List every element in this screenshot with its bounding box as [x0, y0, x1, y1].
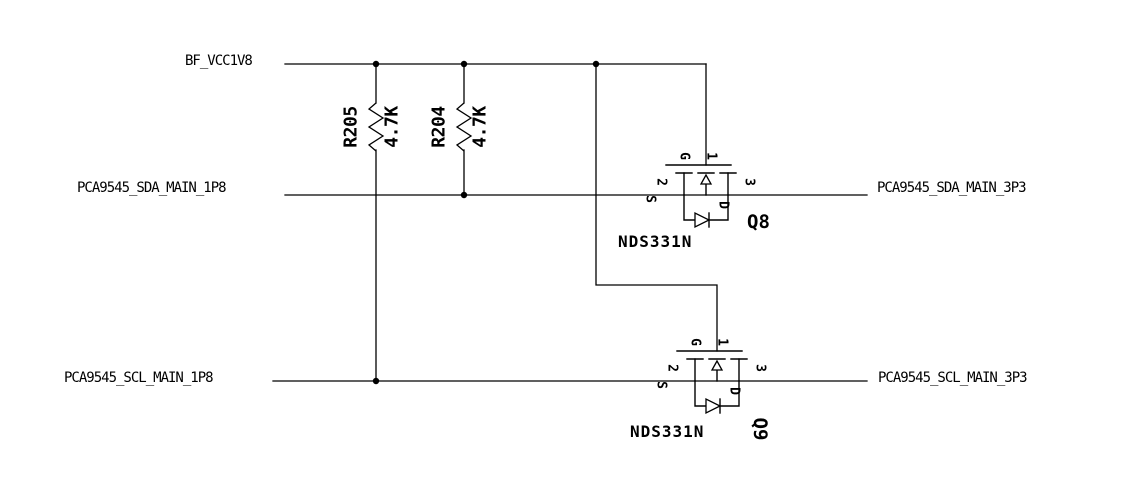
- resistor-r204-ref: R204: [429, 106, 450, 148]
- net-label-sda-main-3p3: PCA9545_SDA_MAIN_3P3: [877, 180, 1026, 196]
- q9-body-diode: [705, 397, 722, 415]
- q9-pin-drain-number: 3: [753, 364, 768, 372]
- q8-pin-gate-name: G: [677, 152, 692, 160]
- wire-q9-gate-branch: [595, 63, 718, 352]
- q8-body-diode: [694, 211, 711, 229]
- net-label-sda-main-1p8: PCA9545_SDA_MAIN_1P8: [77, 180, 226, 196]
- q9-pin-gate-name: G: [688, 338, 703, 346]
- q8-pin-gate-number: 1: [704, 152, 719, 160]
- junction-dot: [460, 191, 468, 199]
- net-label-scl-main-1p8: PCA9545_SCL_MAIN_1P8: [64, 370, 213, 386]
- q8-pin-source-name: S: [643, 195, 658, 203]
- q8-pin-drain-number: 3: [742, 178, 757, 186]
- junction-dot: [592, 60, 600, 68]
- q9-refdes: Q9: [749, 418, 771, 441]
- resistor-r204-symbol: [455, 102, 473, 152]
- mosfet-q9: G 1 2 S 3 D Q9 NDS331N: [630, 338, 771, 441]
- q8-pin-drain-name: D: [716, 201, 731, 209]
- q8-refdes: Q8: [747, 211, 770, 233]
- q9-pin-source-name: S: [654, 381, 669, 389]
- q9-pin-source-number: 2: [665, 364, 680, 372]
- resistor-r205-value: 4.7K: [382, 106, 403, 148]
- q9-body-arrow: [710, 359, 724, 371]
- q9-part-number: NDS331N: [630, 422, 704, 441]
- resistor-r205-symbol: [367, 102, 385, 152]
- mosfet-q8: G 1 2 S 3 D Q8 NDS331N: [618, 152, 770, 251]
- junction-dot: [460, 60, 468, 68]
- net-label-vcc: BF_VCC1V8: [185, 53, 252, 69]
- junction-dot: [372, 60, 380, 68]
- q8-pin-source-number: 2: [654, 178, 669, 186]
- q9-pin-drain-name: D: [727, 387, 742, 395]
- q8-body-arrow: [699, 173, 713, 185]
- net-label-scl-main-3p3: PCA9545_SCL_MAIN_3P3: [878, 370, 1027, 386]
- q8-part-number: NDS331N: [618, 232, 692, 251]
- junction-dot: [372, 377, 380, 385]
- q9-pin-gate-number: 1: [715, 338, 730, 346]
- resistor-r204-value: 4.7K: [470, 106, 491, 148]
- resistor-r205-ref: R205: [341, 106, 362, 147]
